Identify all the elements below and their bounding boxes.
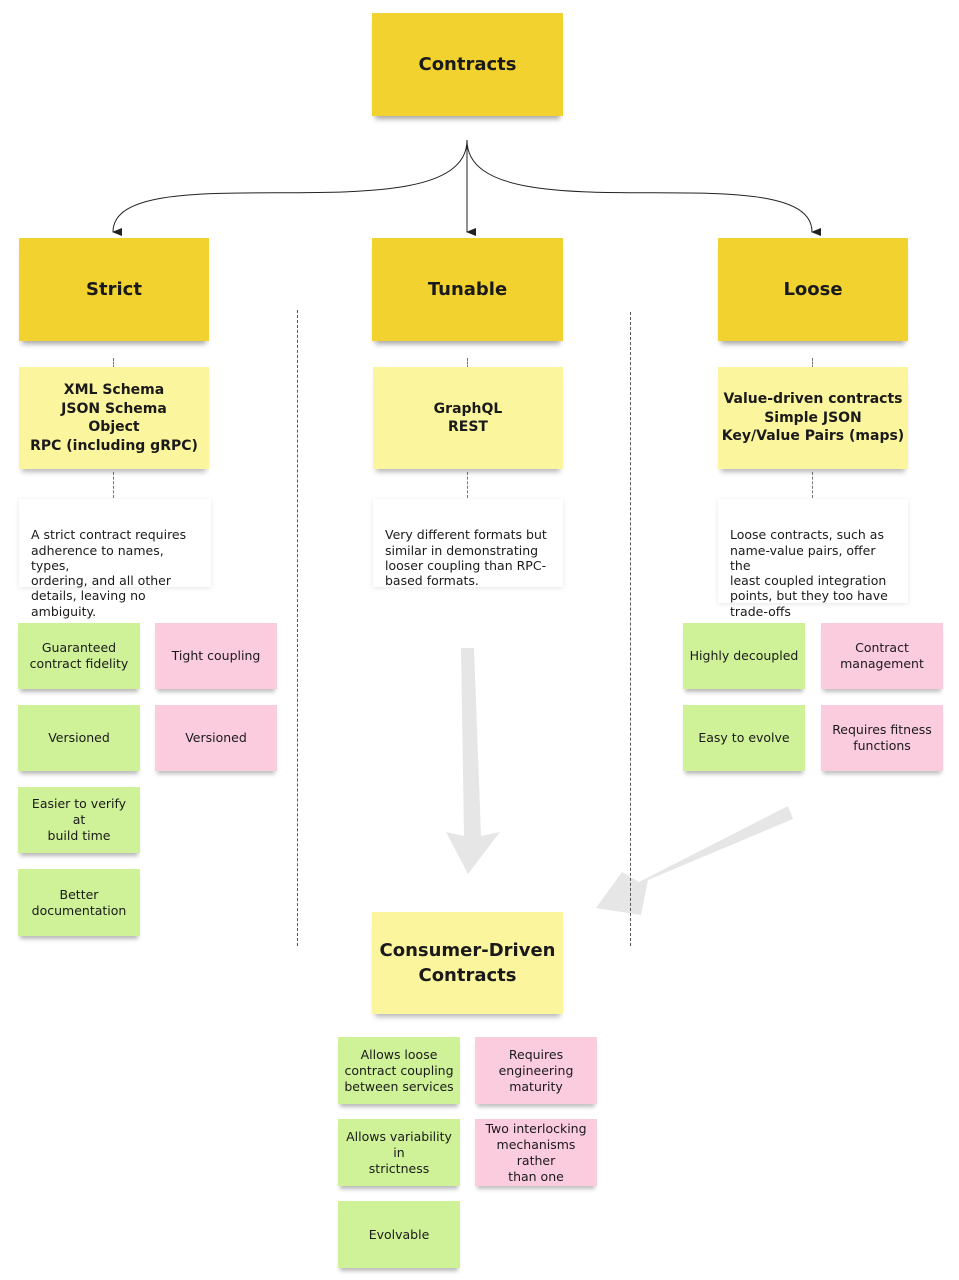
- con-text: Versioned: [185, 730, 247, 745]
- pro-text: Allows loose contract coupling between s…: [344, 1046, 454, 1094]
- description-card-strict[interactable]: A strict contract requires adherence to …: [19, 499, 211, 619]
- con-text: Requires engineering maturity: [498, 1046, 574, 1094]
- connector-to-strict: [112, 139, 468, 237]
- category-title: Tunable: [427, 279, 508, 300]
- pro-note[interactable]: Versioned: [18, 705, 140, 771]
- pro-text: Evolvable: [368, 1226, 430, 1242]
- category-title: Loose: [783, 279, 843, 300]
- connector-to-loose: [466, 139, 822, 236]
- big-arrow-down: [446, 648, 500, 874]
- pro-note[interactable]: Allows loose contract coupling between s…: [338, 1037, 460, 1104]
- con-text: Two interlocking mechanisms rather than …: [485, 1120, 587, 1184]
- pro-note[interactable]: Better documentation: [18, 869, 140, 936]
- root-title: Contracts: [418, 54, 517, 75]
- category-note-tunable[interactable]: Tunable: [372, 238, 563, 341]
- pro-note[interactable]: Highly decoupled: [683, 623, 805, 689]
- formats-note-tunable[interactable]: GraphQL REST: [373, 367, 563, 469]
- pro-note[interactable]: Allows variability in strictness: [338, 1119, 460, 1186]
- con-note[interactable]: Versioned: [155, 705, 277, 771]
- description-text: Very different formats but similar in de…: [385, 527, 547, 589]
- pro-text: Better documentation: [31, 886, 127, 918]
- description-text: Loose contracts, such as name-value pair…: [730, 527, 888, 619]
- big-arrow-diagonal: [596, 806, 793, 915]
- column-separator-left: [297, 310, 298, 946]
- pro-note[interactable]: Guaranteed contract fidelity: [18, 623, 140, 689]
- pro-note[interactable]: Easier to verify at build time: [18, 787, 140, 853]
- con-note[interactable]: Requires engineering maturity: [475, 1037, 597, 1104]
- category-title: Strict: [86, 279, 142, 300]
- con-note[interactable]: Contract management: [821, 623, 943, 689]
- formats-note-loose[interactable]: Value-driven contracts Simple JSON Key/V…: [718, 367, 908, 469]
- dotted-link: [113, 472, 114, 498]
- dotted-link: [113, 358, 114, 368]
- pro-text: Guaranteed contract fidelity: [29, 640, 129, 671]
- pro-text: Easy to evolve: [698, 730, 790, 745]
- con-text: Contract management: [840, 640, 924, 671]
- dotted-link: [467, 472, 468, 498]
- dotted-link: [467, 358, 468, 368]
- formats-text: GraphQL REST: [433, 400, 503, 436]
- pro-text: Easier to verify at build time: [31, 796, 127, 843]
- pro-note[interactable]: Evolvable: [338, 1201, 460, 1268]
- description-card-tunable[interactable]: Very different formats but similar in de…: [373, 499, 563, 589]
- con-text: Requires fitness functions: [832, 722, 932, 753]
- formats-text: XML Schema JSON Schema Object RPC (inclu…: [30, 382, 198, 454]
- column-separator-right: [630, 312, 631, 946]
- con-note[interactable]: Requires fitness functions: [821, 705, 943, 771]
- formats-note-strict[interactable]: XML Schema JSON Schema Object RPC (inclu…: [19, 367, 209, 469]
- con-text: Tight coupling: [171, 648, 261, 663]
- pro-note[interactable]: Easy to evolve: [683, 705, 805, 771]
- category-note-strict[interactable]: Strict: [19, 238, 209, 341]
- pro-text: Versioned: [48, 730, 110, 745]
- description-text: A strict contract requires adherence to …: [31, 527, 187, 619]
- root-note-contracts[interactable]: Contracts: [372, 13, 563, 116]
- result-title: Consumer-Driven Contracts: [379, 940, 556, 986]
- dotted-link: [812, 358, 813, 368]
- con-note[interactable]: Two interlocking mechanisms rather than …: [475, 1119, 597, 1186]
- category-note-loose[interactable]: Loose: [718, 238, 908, 341]
- con-note[interactable]: Tight coupling: [155, 623, 277, 689]
- dotted-link: [812, 472, 813, 498]
- result-note-consumer-driven-contracts[interactable]: Consumer-Driven Contracts: [372, 912, 563, 1014]
- description-card-loose[interactable]: Loose contracts, such as name-value pair…: [718, 499, 908, 619]
- pro-text: Allows variability in strictness: [346, 1128, 452, 1176]
- formats-text: Value-driven contracts Simple JSON Key/V…: [721, 391, 905, 445]
- pro-text: Highly decoupled: [689, 648, 799, 663]
